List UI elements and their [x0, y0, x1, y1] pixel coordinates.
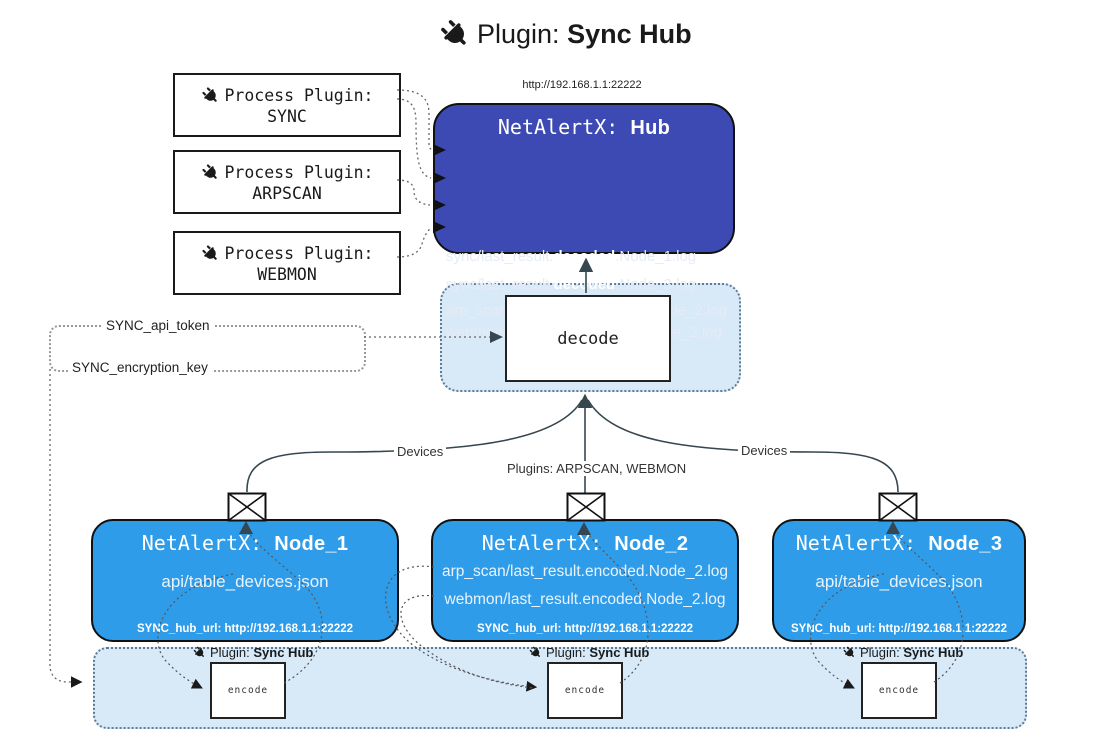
hub-title: NetAlertX: Hub	[435, 115, 733, 140]
hub-title-name: Hub	[630, 117, 671, 139]
plug-icon	[437, 16, 473, 52]
node-file: webmon/last_result.encoded.Node_2.log	[444, 591, 726, 608]
hub-title-prefix: NetAlertX:	[497, 115, 631, 139]
encode-box-3: encode	[861, 662, 937, 719]
node-file: arp_scan/last_result.encoded.Node_2.log	[441, 563, 729, 580]
sync-api-token-label: SYNC_api_token	[102, 318, 214, 333]
plug-icon	[528, 645, 543, 660]
plugin-to-hub-edges	[396, 89, 433, 258]
process-plugin-webmon: Process Plugin: WEBMON	[173, 231, 401, 295]
encode-box-1: encode	[210, 662, 286, 719]
encoder-1-plugin-label: Plugin: Sync Hub	[192, 645, 313, 660]
node-2-box: NetAlertX: Node_2 arp_scan/last_result.e…	[431, 519, 739, 642]
plug-icon	[192, 645, 207, 660]
encode-box-2: encode	[547, 662, 623, 719]
node-hub-url: SYNC_hub_url: http://192.168.1.1:22222	[136, 623, 354, 635]
title-name: Sync Hub	[567, 18, 692, 49]
decode-box: decode	[505, 295, 671, 382]
process-plugin-name: WEBMON	[257, 264, 317, 284]
plug-icon	[200, 242, 222, 264]
page-title-text: Plugin: Sync Hub	[477, 19, 692, 50]
hub-log-1: sync/last_result.decoded.Node_1.log	[446, 248, 697, 265]
node-1-box: NetAlertX: Node_1 api/table_devices.json…	[91, 519, 399, 642]
process-plugin-label: Process Plugin:	[224, 162, 374, 182]
node-title: NetAlertX: Node_3	[795, 531, 1003, 555]
envelope-icon	[878, 492, 918, 522]
node-title: NetAlertX: Node_1	[141, 531, 349, 555]
process-plugin-name: SYNC	[267, 106, 307, 126]
envelope-icon	[566, 492, 606, 522]
plug-icon	[200, 161, 222, 183]
edge-label-plugins-center: Plugins: ARPSCAN, WEBMON	[504, 461, 690, 476]
node-hub-url: SYNC_hub_url: http://192.168.1.1:22222	[790, 623, 1008, 635]
process-plugin-arpscan: Process Plugin: ARPSCAN	[173, 150, 401, 214]
encoder-3-plugin-label: Plugin: Sync Hub	[842, 645, 963, 660]
node-file: api/table_devices.json	[815, 572, 983, 591]
hub-box: NetAlertX: Hub sync/last_result.decoded.…	[433, 103, 735, 341]
node-3-box: NetAlertX: Node_3 api/table_devices.json…	[772, 519, 1026, 642]
edge-label-devices-left: Devices	[394, 444, 447, 459]
process-plugin-name: ARPSCAN	[252, 183, 322, 203]
encoder-2-plugin-label: Plugin: Sync Hub	[528, 645, 649, 660]
hub-log-2: sync/last_result.decoded.Node_3.log	[446, 276, 697, 293]
process-plugin-label: Process Plugin:	[224, 85, 374, 105]
title-prefix: Plugin:	[477, 18, 568, 49]
envelope-icon	[227, 492, 267, 522]
edge-label-devices-right: Devices	[738, 443, 791, 458]
sync-encryption-key-label: SYNC_encryption_key	[68, 360, 212, 375]
process-plugin-label: Process Plugin:	[224, 243, 374, 263]
page-title: Plugin: Sync Hub	[437, 16, 692, 52]
plug-icon	[200, 84, 222, 106]
plug-icon	[842, 645, 857, 660]
node-hub-url: SYNC_hub_url: http://192.168.1.1:22222	[476, 623, 694, 635]
node-file: api/table_devices.json	[161, 572, 329, 591]
process-plugin-sync: Process Plugin: SYNC	[173, 73, 401, 137]
decode-label: decode	[557, 328, 619, 349]
hub-url-label: http://192.168.1.1:22222	[522, 79, 642, 91]
node-title: NetAlertX: Node_2	[481, 531, 689, 555]
